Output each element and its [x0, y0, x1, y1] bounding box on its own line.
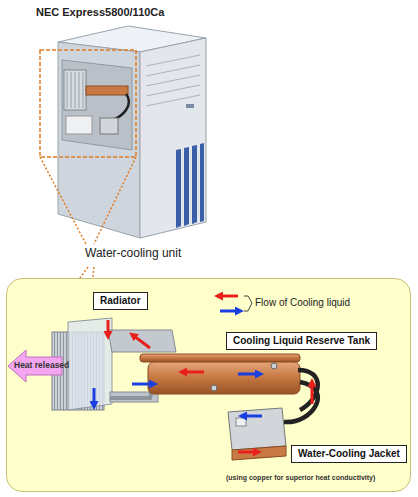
node-text: Radiator [100, 295, 141, 307]
mini-tank [86, 86, 128, 95]
panel-heading: Water-cooling unit [83, 246, 183, 260]
heat-label: Heat released [14, 360, 69, 370]
note-text: (using copper for superior heat conducti… [226, 474, 375, 481]
mini-board [66, 116, 92, 134]
node-text: Water-Cooling Jacket [298, 448, 400, 460]
vent-stripe [184, 147, 189, 226]
tower-side [58, 42, 140, 238]
focus-frame [40, 50, 136, 157]
part-label-box: Water-Cooling Jacket [291, 445, 407, 463]
node-text: Cooling Liquid Reserve Tank [233, 335, 370, 347]
server-tower [58, 26, 206, 238]
part-label-box: Cooling Liquid Reserve Tank [226, 332, 377, 350]
mini-hose [112, 94, 129, 120]
tower-front [140, 38, 206, 238]
drive-bays [146, 55, 200, 106]
mini-fins [67, 72, 83, 108]
power-button [186, 104, 194, 108]
vent-stripe [176, 149, 181, 228]
mini-radiator [64, 70, 86, 110]
unit-panel: Water-cooling unitRadiatorCooling Liquid… [6, 278, 411, 492]
mini-jacket [100, 118, 118, 134]
vent-stripe [200, 143, 204, 222]
open-side [62, 60, 132, 150]
legend-text: Flow of Cooling liquid [255, 297, 350, 308]
diagram-title: NEC Express5800/110Ca [36, 6, 164, 18]
part-label-box: Radiator [93, 292, 148, 310]
vent-stripe [192, 145, 197, 224]
